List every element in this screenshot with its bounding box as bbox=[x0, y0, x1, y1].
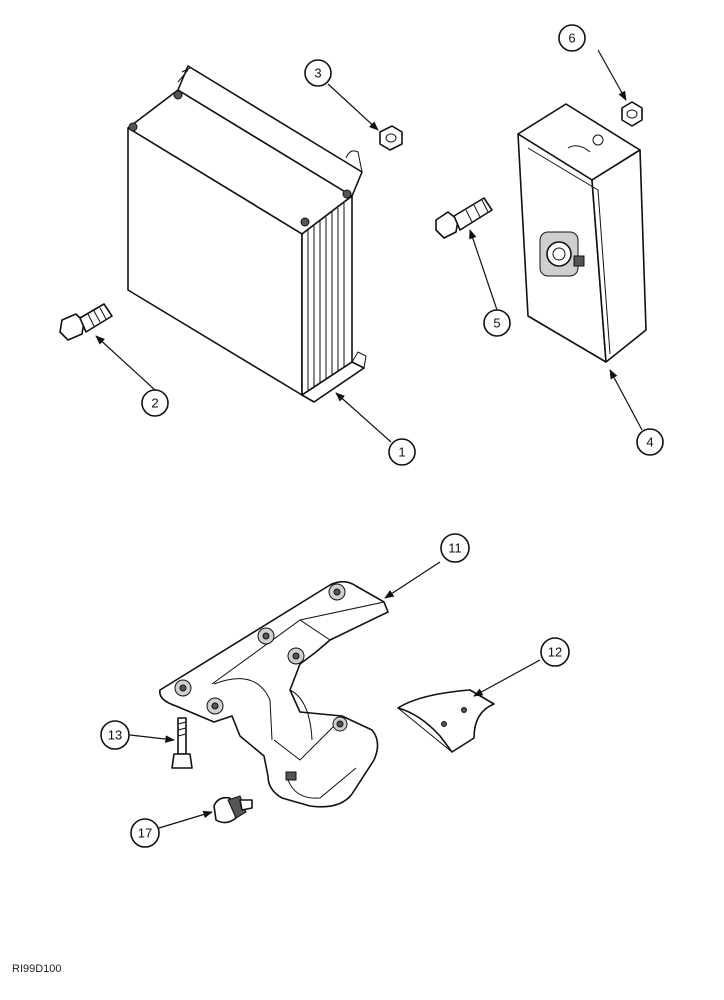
svg-text:12: 12 bbox=[548, 645, 562, 660]
callout-11: 11 bbox=[440, 533, 470, 563]
callout-4: 4 bbox=[636, 428, 664, 456]
nut-part-6 bbox=[621, 101, 643, 127]
callout-6: 6 bbox=[558, 24, 586, 52]
callout-12: 12 bbox=[540, 637, 570, 667]
svg-text:13: 13 bbox=[108, 728, 122, 743]
svg-text:5: 5 bbox=[493, 316, 500, 331]
svg-text:2: 2 bbox=[151, 396, 158, 411]
connector-bracket-part-4 bbox=[517, 103, 647, 363]
bolt-part-13 bbox=[171, 717, 193, 769]
bolt-part-2 bbox=[59, 303, 113, 341]
bolt-part-5 bbox=[435, 197, 493, 239]
callout-1: 1 bbox=[388, 438, 416, 466]
figure-reference: RI99D100 bbox=[12, 963, 62, 975]
svg-text:11: 11 bbox=[448, 541, 462, 556]
svg-text:6: 6 bbox=[568, 31, 575, 46]
svg-text:3: 3 bbox=[314, 66, 321, 81]
svg-text:4: 4 bbox=[646, 435, 653, 450]
callout-13: 13 bbox=[100, 720, 130, 750]
svg-text:17: 17 bbox=[138, 826, 152, 841]
callout-5: 5 bbox=[483, 309, 511, 337]
mounting-plate-part-11 bbox=[159, 580, 389, 808]
svg-text:1: 1 bbox=[398, 445, 405, 460]
fitting-part-17 bbox=[213, 795, 253, 824]
nut-part-3 bbox=[379, 125, 403, 151]
controller-box-part-1 bbox=[127, 65, 367, 403]
callout-3: 3 bbox=[304, 59, 332, 87]
callout-2: 2 bbox=[141, 389, 169, 417]
callout-17: 17 bbox=[130, 818, 160, 848]
clamp-part-12 bbox=[397, 689, 495, 753]
leader-lines bbox=[95, 49, 643, 829]
